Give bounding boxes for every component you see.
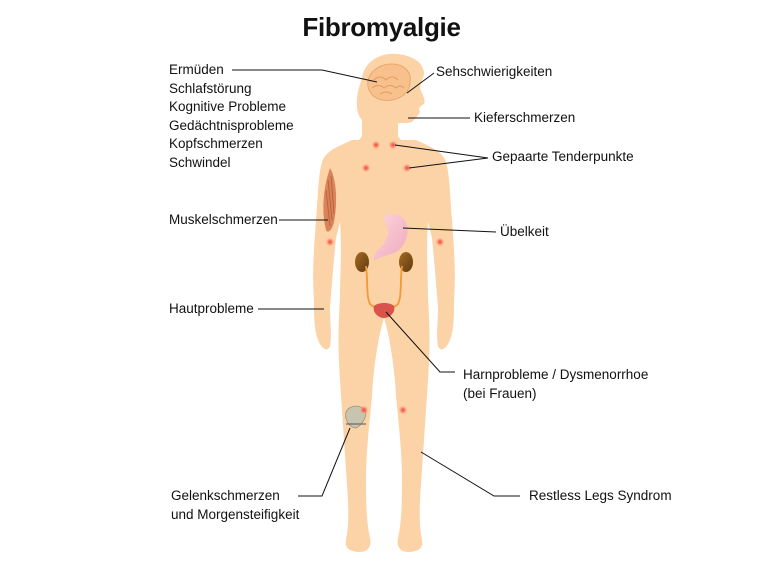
label-ermueden: Ermüden (169, 62, 224, 77)
bladder-icon (373, 303, 395, 318)
label-kieferschmerzen: Kieferschmerzen (474, 110, 576, 125)
label-kopfschmerzen: Kopfschmerzen (169, 136, 263, 151)
leader-lines (232, 69, 520, 497)
body-silhouette (313, 53, 455, 552)
label-schwindel: Schwindel (169, 154, 231, 170)
muscle-icon (323, 168, 337, 232)
stomach-icon (373, 214, 408, 261)
label-gepaarte-tenderpunkte: Gepaarte Tenderpunkte (492, 149, 634, 164)
label-restless-legs: Restless Legs Syndrom (529, 488, 672, 503)
label-gedaechtnisprobleme: Gedächtnisprobleme (169, 117, 294, 133)
label-gelenkschmerzen: Gelenkschmerzen und Morgensteifigkeit (171, 488, 300, 522)
label-hautprobleme: Hautprobleme (169, 301, 254, 316)
label-muskelschmerzen: Muskelschmerzen (169, 212, 278, 227)
label-head-symptoms: Ermüden Schlafstörung Kognitive Probleme… (169, 61, 294, 172)
label-uebelkeit: Übelkeit (500, 224, 549, 239)
brain-icon (367, 63, 411, 101)
label-sehschwierigkeiten: Sehschwierigkeiten (436, 64, 553, 79)
diagram-title: Fibromyalgie (302, 12, 461, 42)
tender-points (325, 140, 445, 415)
label-kognitive-probleme: Kognitive Probleme (169, 99, 287, 114)
label-harnprobleme: Harnprobleme / Dysmenorrhoe (bei Frauen) (463, 367, 649, 401)
label-schlafstoerung: Schlafstörung (169, 80, 252, 96)
